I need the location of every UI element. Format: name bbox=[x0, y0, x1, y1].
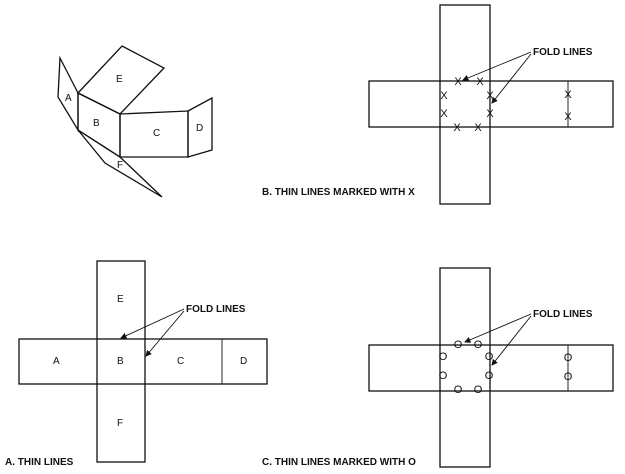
net-a-face-a: A bbox=[53, 356, 60, 367]
face-f-flap bbox=[77, 129, 163, 198]
net-a-horizontal-strip bbox=[18, 338, 268, 385]
net-b-vertical-strip bbox=[439, 4, 491, 205]
face-d-flap bbox=[187, 96, 213, 158]
panel-a-callout: FOLD LINES bbox=[186, 304, 246, 315]
o-mark: O bbox=[454, 339, 463, 351]
x-mark: X bbox=[486, 90, 494, 102]
panel-b-net: X X X X X X X X X X FOLD LINES B. THIN L… bbox=[262, 4, 614, 205]
persp-face-b: B bbox=[93, 118, 100, 129]
x-mark: X bbox=[440, 90, 448, 102]
panel-b-arrow-2 bbox=[491, 53, 532, 104]
persp-face-f: F bbox=[117, 160, 123, 171]
o-mark: O bbox=[439, 370, 448, 382]
panel-c-arrow-1 bbox=[464, 313, 532, 343]
panel-c-net: O O O O O O O O O O FOLD LINES C. THIN L… bbox=[262, 267, 614, 468]
panel-c-arrow-2 bbox=[491, 315, 532, 366]
x-mark: X bbox=[474, 122, 482, 134]
panel-a-arrow-1 bbox=[120, 308, 185, 339]
panel-b-caption: B. THIN LINES MARKED WITH X bbox=[262, 187, 415, 198]
net-c-vertical-strip bbox=[439, 267, 491, 468]
x-mark: X bbox=[476, 76, 484, 88]
x-mark: X bbox=[486, 108, 494, 120]
panel-c-caption: C. THIN LINES MARKED WITH O bbox=[262, 457, 416, 468]
x-mark: X bbox=[440, 108, 448, 120]
folded-box-perspective: A E B C D F bbox=[57, 45, 213, 198]
net-a-vertical-strip bbox=[96, 260, 146, 463]
net-a-face-b: B bbox=[117, 356, 124, 367]
panel-a-caption: A. THIN LINES bbox=[5, 457, 74, 468]
o-mark: O bbox=[485, 351, 494, 363]
o-mark: O bbox=[564, 371, 573, 383]
o-mark: O bbox=[454, 384, 463, 396]
persp-face-a: A bbox=[65, 93, 72, 104]
o-mark: O bbox=[564, 352, 573, 364]
x-mark: X bbox=[454, 76, 462, 88]
panel-b-callout: FOLD LINES bbox=[533, 47, 593, 58]
x-mark: X bbox=[564, 111, 572, 123]
net-c-horizontal-strip bbox=[368, 344, 614, 392]
net-a-face-c: C bbox=[177, 356, 184, 367]
net-a-face-e: E bbox=[117, 294, 124, 305]
persp-face-e: E bbox=[116, 74, 123, 85]
net-b-horizontal-strip bbox=[368, 80, 614, 128]
o-mark: O bbox=[474, 339, 483, 351]
panel-a-net: E A B C D F FOLD LINES A. THIN LINES bbox=[5, 260, 268, 468]
persp-face-c: C bbox=[153, 128, 160, 139]
o-mark: O bbox=[485, 370, 494, 382]
o-mark: O bbox=[439, 351, 448, 363]
x-mark: X bbox=[564, 89, 572, 101]
o-mark: O bbox=[474, 384, 483, 396]
x-mark: X bbox=[453, 122, 461, 134]
net-a-face-d: D bbox=[240, 356, 247, 367]
panel-c-callout: FOLD LINES bbox=[533, 309, 593, 320]
net-a-face-f: F bbox=[117, 418, 123, 429]
panel-b-arrow-1 bbox=[462, 51, 532, 81]
panel-a-arrow-2 bbox=[145, 310, 185, 357]
persp-face-d: D bbox=[196, 123, 203, 134]
